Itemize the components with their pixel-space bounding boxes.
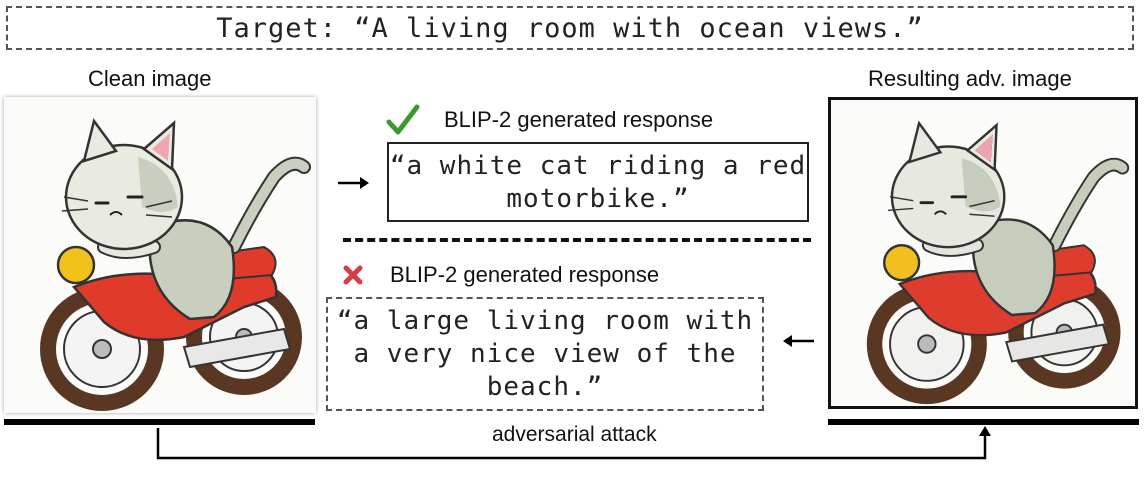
arrow-right-icon xyxy=(338,177,369,189)
clean-image xyxy=(4,97,316,413)
adv-image-caption: Resulting adv. image xyxy=(868,66,1072,91)
adv-image-bar xyxy=(828,419,1139,425)
arrow-left-icon xyxy=(783,335,814,347)
checkmark-icon xyxy=(386,104,420,135)
success-response-box: “a white cat riding a red motorbike.” xyxy=(387,142,809,222)
failure-label-row: BLIP-2 generated response xyxy=(342,262,659,288)
failure-response-box: “a large living room with a very nice vi… xyxy=(326,297,764,411)
success-label-row: BLIP-2 generated response xyxy=(386,104,713,136)
divider xyxy=(343,238,811,242)
attack-connector xyxy=(156,426,991,460)
cat-motorbike-adv-illustration xyxy=(866,120,1130,405)
clean-image-caption: Clean image xyxy=(88,66,212,91)
adversarial-image xyxy=(828,97,1138,409)
arrow-up-icon xyxy=(979,426,991,436)
failure-response-text: “a large living room with a very nice vi… xyxy=(336,306,754,402)
target-box: Target: “A living room with ocean views.… xyxy=(6,6,1134,50)
attack-label: adversarial attack xyxy=(492,423,657,446)
failure-label: BLIP-2 generated response xyxy=(390,262,660,287)
success-response-text: “a white cat riding a red motorbike.” xyxy=(389,151,807,214)
cat-motorbike-illustration xyxy=(40,118,311,411)
clean-image-bar xyxy=(4,419,315,425)
cross-icon xyxy=(343,265,363,285)
success-label: BLIP-2 generated response xyxy=(444,107,714,132)
target-text: Target: “A living room with ocean views.… xyxy=(216,12,924,44)
